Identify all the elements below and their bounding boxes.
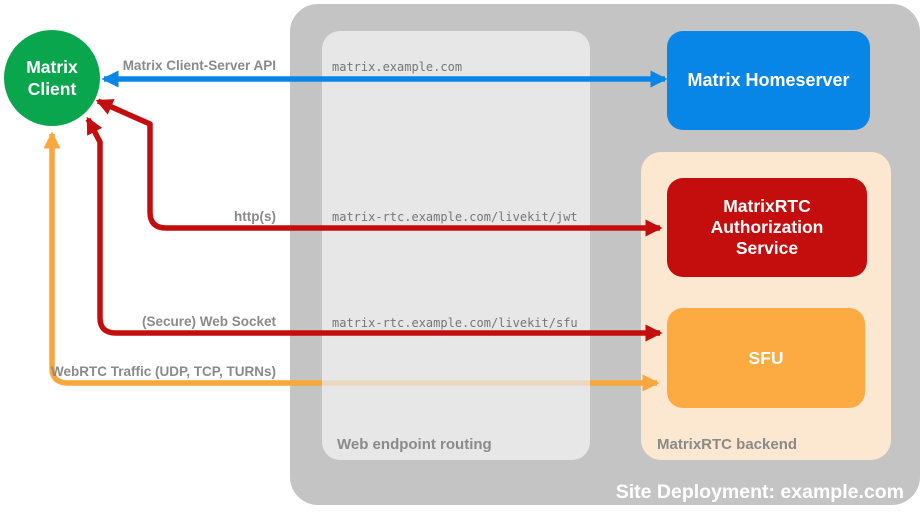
endpoint-livekit-jwt: matrix-rtc.example.com/livekit/jwt xyxy=(332,210,578,224)
arrow-webrtc-left xyxy=(43,131,322,386)
endpoint-matrix: matrix.example.com xyxy=(332,60,463,74)
matrix-client-label: Matrix Client xyxy=(26,57,78,99)
label-webrtc-traffic: WebRTC Traffic (UDP, TCP, TURNs) xyxy=(50,364,276,379)
matrix-homeserver-label: Matrix Homeserver xyxy=(687,70,850,90)
site-deployment-label: Site Deployment: example.com xyxy=(615,481,904,503)
web-endpoint-routing-label: Web endpoint routing xyxy=(337,436,492,453)
matrixrtc-auth-service-node: MatrixRTC Authorization Service xyxy=(667,178,867,277)
web-endpoint-routing-box xyxy=(322,31,590,460)
matrix-homeserver-node: Matrix Homeserver xyxy=(667,31,870,130)
label-websocket: (Secure) Web Socket xyxy=(141,314,276,329)
label-client-server-api: Matrix Client-Server API xyxy=(122,58,276,73)
endpoint-livekit-sfu: matrix-rtc.example.com/livekit/sfu xyxy=(332,316,578,330)
label-https: http(s) xyxy=(234,209,276,224)
matrixrtc-backend-label: MatrixRTC backend xyxy=(657,436,798,453)
sfu-label: SFU xyxy=(748,347,784,368)
matrix-client-node: Matrix Client xyxy=(4,30,100,126)
matrixrtc-auth-service-label: MatrixRTC Authorization Service xyxy=(710,196,824,258)
sfu-node: SFU xyxy=(667,308,865,408)
